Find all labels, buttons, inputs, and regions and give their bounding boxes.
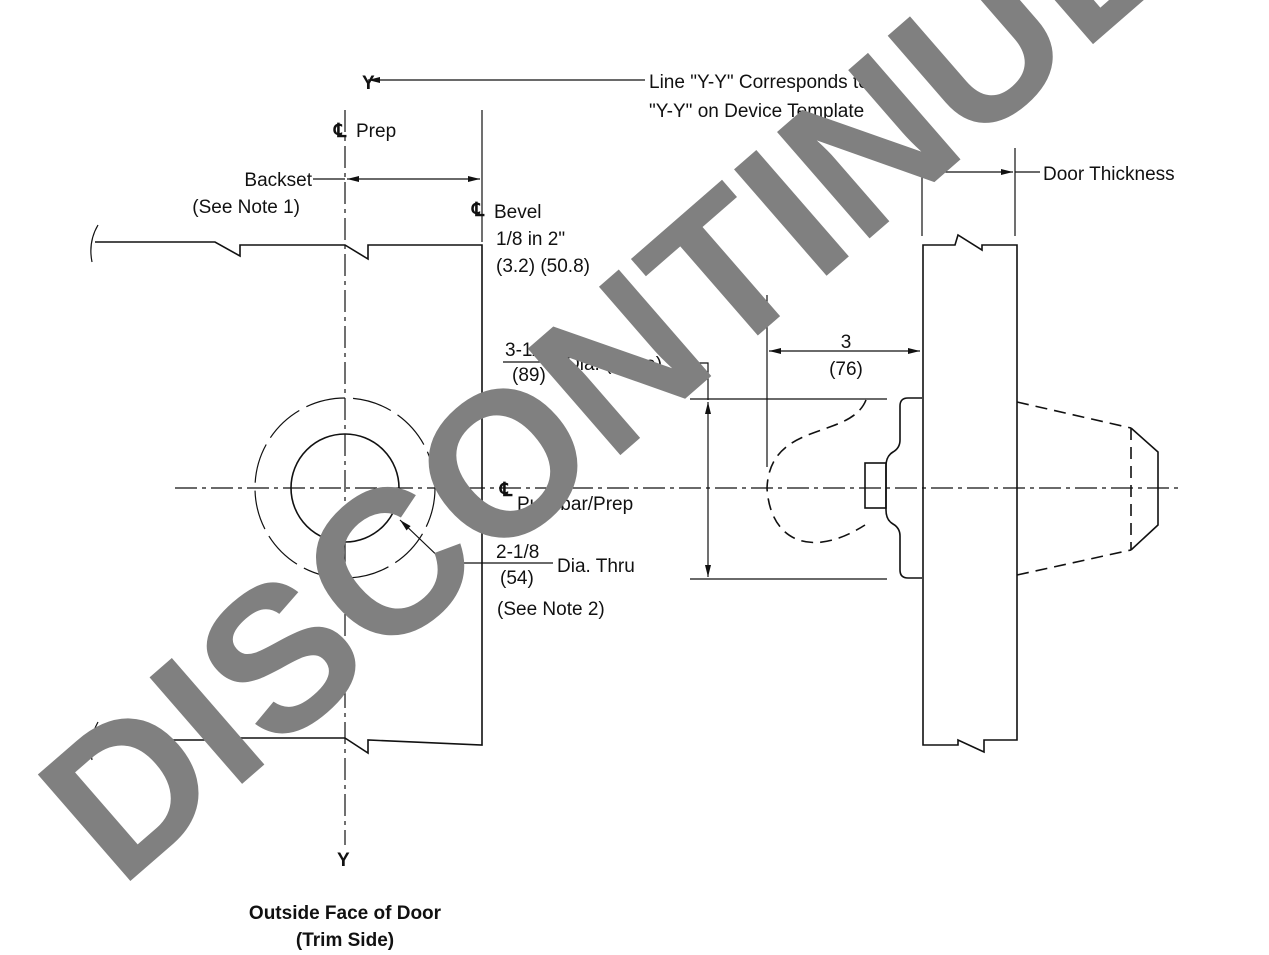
rose-label: Dia. (Rose)	[566, 354, 662, 375]
view-title-line1: Outside Face of Door	[249, 903, 442, 924]
thru-hole-circle	[290, 433, 400, 543]
cl-prep-label: Prep	[356, 121, 396, 142]
backset-label: Backset	[244, 170, 312, 191]
thru-dia-in: 2-1/8	[496, 542, 539, 563]
rose-dia-in: 3-1/2	[505, 340, 548, 361]
thru-label: Dia. Thru	[557, 556, 635, 577]
yy-note-line1: Line "Y-Y" Corresponds to	[649, 72, 869, 93]
door-face-outline	[90, 224, 483, 761]
knob-ball	[766, 399, 867, 544]
view-title-line2: (Trim Side)	[296, 930, 394, 951]
cl-bevel-symbol: ℄	[471, 200, 485, 221]
yy-note-line2: "Y-Y" on Device Template	[649, 101, 864, 122]
cl-bevel-label: Bevel	[494, 202, 542, 223]
bevel-ratio: 1/8 in 2"	[496, 229, 565, 250]
backset-note: (See Note 1)	[192, 197, 300, 218]
y-bottom-label: Y	[337, 850, 350, 871]
knob-neck	[864, 462, 887, 509]
rose-circle	[254, 397, 436, 579]
pushbar-profile	[1016, 401, 1132, 576]
cl-pushbar-symbol: ℄	[499, 480, 513, 501]
discontinued-watermark: DISCONTINUED	[0, 0, 1269, 923]
door-edge-outline	[922, 233, 1018, 754]
projection-in: 3	[841, 332, 852, 353]
thru-dia-mm: (54)	[500, 568, 534, 589]
bevel-metric: (3.2) (50.8)	[496, 256, 590, 277]
projection-mm: (76)	[829, 359, 863, 380]
rose-dia-mm: (89)	[512, 365, 546, 386]
cl-prep-symbol: ℄	[333, 121, 347, 142]
thru-leader	[399, 519, 494, 564]
door-thickness-label: Door Thickness	[1043, 164, 1175, 185]
pushbar-prep-label: Pushbar/Prep	[517, 494, 633, 515]
y-top-label: Y	[362, 73, 375, 94]
thru-note: (See Note 2)	[497, 599, 605, 620]
